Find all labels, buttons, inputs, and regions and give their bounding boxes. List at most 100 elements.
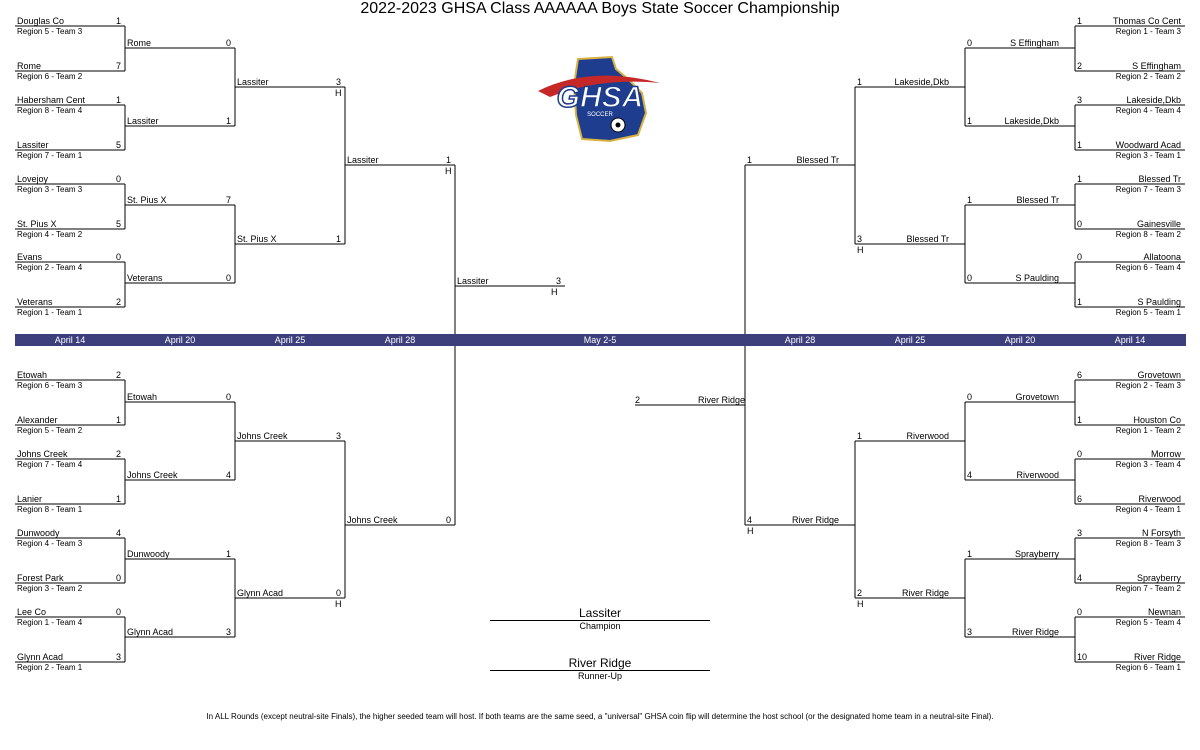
left-r2-team: Veterans xyxy=(127,273,163,283)
right-r3-team: Lakeside,Dkb xyxy=(894,77,949,87)
left-r3-score: 0 xyxy=(335,588,341,598)
right-r1-seed: Region 8 - Team 2 xyxy=(1115,230,1181,239)
left-r2-score: 4 xyxy=(225,470,231,480)
right-final-team: River Ridge xyxy=(697,395,745,405)
left-r1-seed: Region 2 - Team 4 xyxy=(17,263,83,272)
left-r1-team: Veterans xyxy=(17,297,53,307)
right-r1-seed: Region 3 - Team 1 xyxy=(1115,151,1181,160)
left-r1-team: Douglas Co xyxy=(17,16,65,26)
left-final-score: 3 xyxy=(555,276,561,286)
right-r1-score: 6 xyxy=(1077,494,1083,504)
left-r1-team: Lassiter xyxy=(17,140,49,150)
date-right-r2: April 20 xyxy=(1004,335,1036,345)
right-r2-score: 4 xyxy=(967,470,973,480)
right-r1-team: Allatoona xyxy=(1143,252,1181,262)
left-r1-score: 7 xyxy=(115,61,121,71)
page-title: 2022-2023 GHSA Class AAAAAA Boys State S… xyxy=(360,0,840,17)
left-r2-score: 7 xyxy=(225,195,231,205)
left-r1-seed: Region 8 - Team 1 xyxy=(17,505,83,514)
right-r1-seed: Region 5 - Team 1 xyxy=(1115,308,1181,317)
left-r1-team: Etowah xyxy=(17,370,48,380)
date-right-r3: April 25 xyxy=(894,335,926,345)
right-r1-seed: Region 4 - Team 4 xyxy=(1115,106,1181,115)
left-r1-team: Lee Co xyxy=(17,607,47,617)
date-left-r1: April 14 xyxy=(54,335,86,345)
right-r1-score: 0 xyxy=(1077,607,1083,617)
date-left-r2: April 20 xyxy=(164,335,196,345)
left-r2-score: 3 xyxy=(225,627,231,637)
footnote: In ALL Rounds (except neutral-site Final… xyxy=(206,712,994,721)
right-r1-score: 1 xyxy=(1077,16,1083,26)
left-final-host: H xyxy=(551,287,558,297)
right-r2-score: 0 xyxy=(967,273,973,283)
right-r1-team: Sprayberry xyxy=(1136,573,1181,583)
left-r1-seed: Region 6 - Team 3 xyxy=(17,381,83,390)
left-r4-score: 1 xyxy=(445,155,451,165)
right-r1-seed: Region 1 - Team 3 xyxy=(1115,27,1181,36)
right-r3-score: 1 xyxy=(857,431,863,441)
left-r1-team: St. Pius X xyxy=(17,219,57,229)
left-r1-score: 1 xyxy=(115,415,121,425)
left-r1-score: 2 xyxy=(115,449,121,459)
right-r2-team: River Ridge xyxy=(1011,627,1059,637)
runner-up-name: River Ridge xyxy=(568,656,632,670)
right-r3-team: Blessed Tr xyxy=(906,234,949,244)
left-r2-team: Lassiter xyxy=(127,116,159,126)
left-r1-score: 5 xyxy=(115,140,121,150)
left-r3-team: Johns Creek xyxy=(237,431,288,441)
right-r1-score: 1 xyxy=(1077,174,1083,184)
left-r1-score: 5 xyxy=(115,219,121,229)
right-r1-team: S Paulding xyxy=(1137,297,1181,307)
left-r4-host: H xyxy=(445,166,452,176)
right-r3-score: 3 xyxy=(857,234,863,244)
right-r4-team: Blessed Tr xyxy=(796,155,839,165)
date-left-r3: April 25 xyxy=(274,335,306,345)
left-r1-team: Forest Park xyxy=(17,573,64,583)
left-r1-seed: Region 3 - Team 3 xyxy=(17,185,83,194)
left-r3-score: 3 xyxy=(335,77,341,87)
date-left-r4: April 28 xyxy=(384,335,416,345)
right-r4-score: 4 xyxy=(747,515,753,525)
left-r3-score: 1 xyxy=(335,234,341,244)
left-r1-seed: Region 4 - Team 3 xyxy=(17,539,83,548)
right-r3-score: 2 xyxy=(857,588,863,598)
right-r2-team: S Paulding xyxy=(1015,273,1059,283)
left-r2-score: 0 xyxy=(225,273,231,283)
right-r4-team: River Ridge xyxy=(791,515,839,525)
right-r1-team: Thomas Co Cent xyxy=(1112,16,1181,26)
right-r1-score: 1 xyxy=(1077,140,1083,150)
left-r1-score: 1 xyxy=(115,16,121,26)
right-r2-score: 3 xyxy=(967,627,973,637)
right-r1-seed: Region 5 - Team 4 xyxy=(1115,618,1181,627)
champion-name: Lassiter xyxy=(578,606,622,620)
left-r1-team: Johns Creek xyxy=(17,449,68,459)
right-r4-score: 1 xyxy=(747,155,753,165)
right-final-score: 2 xyxy=(635,395,641,405)
champion-label: Champion xyxy=(490,620,710,631)
right-r1-team: Newnan xyxy=(1147,607,1181,617)
right-r1-team: N Forsyth xyxy=(1141,528,1181,538)
right-r1-seed: Region 1 - Team 2 xyxy=(1115,426,1181,435)
left-r1-team: Lovejoy xyxy=(17,174,49,184)
left-r1-team: Lanier xyxy=(17,494,43,504)
left-r1-score: 4 xyxy=(115,528,121,538)
right-r1-seed: Region 8 - Team 3 xyxy=(1115,539,1181,548)
left-r3-team: St. Pius X xyxy=(237,234,277,244)
left-r2-team: Dunwoody xyxy=(127,549,170,559)
left-r3-score: 3 xyxy=(335,431,341,441)
right-r1-team: Blessed Tr xyxy=(1138,174,1181,184)
left-r1-team: Dunwoody xyxy=(17,528,60,538)
right-r1-seed: Region 6 - Team 1 xyxy=(1115,663,1181,672)
left-r1-seed: Region 6 - Team 2 xyxy=(17,72,83,81)
left-r1-score: 3 xyxy=(115,652,121,662)
left-r1-score: 2 xyxy=(115,370,121,380)
right-r4-host: H xyxy=(747,526,754,536)
left-r1-score: 2 xyxy=(115,297,121,307)
logo-subtext: SOCCER xyxy=(587,112,613,118)
right-r1-score: 4 xyxy=(1077,573,1083,583)
left-r2-team: Johns Creek xyxy=(127,470,178,480)
right-r1-team: River Ridge xyxy=(1133,652,1181,662)
right-r3-host: H xyxy=(857,599,864,609)
left-r1-seed: Region 4 - Team 2 xyxy=(17,230,83,239)
right-r1-score: 0 xyxy=(1077,252,1083,262)
